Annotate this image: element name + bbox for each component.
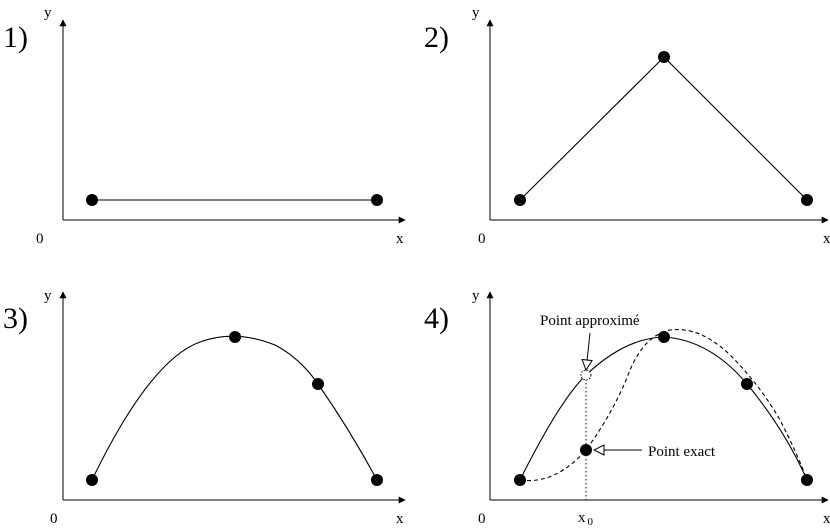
panel-3: 3) y 0 x	[3, 288, 406, 527]
panel-3-point-4	[371, 474, 383, 486]
panel-3-origin-label: 0	[50, 511, 58, 527]
panel-4-origin-label: 0	[478, 511, 486, 527]
panel-4-exact-function-curve	[519, 328, 808, 482]
panel-4-exact-label: Point exact	[648, 444, 716, 460]
panel-1: 1) y 0 x	[3, 5, 406, 247]
panel-1-point-2	[371, 194, 383, 206]
panel-1-origin-label: 0	[36, 231, 44, 247]
panel-2-origin-label: 0	[478, 231, 486, 247]
panel-2: 2) y 0 x	[424, 5, 830, 247]
panel-4-exact-point	[580, 444, 592, 456]
panel-2-x-label: x	[823, 231, 830, 247]
panel-2-linear-interpolation	[519, 56, 808, 201]
panel-3-y-label: y	[44, 288, 52, 304]
panel-1-y-label: y	[44, 5, 52, 21]
panel-2-point-2	[658, 51, 670, 63]
panel-3-interpolating-curve	[91, 335, 378, 481]
panel-4-number: 4)	[424, 302, 449, 335]
panel-3-point-3	[312, 378, 324, 390]
panel-4-y-label: y	[472, 288, 480, 304]
panel-1-x-label: x	[396, 231, 404, 247]
panel-2-y-label: y	[472, 5, 480, 21]
panel-3-point-1	[86, 474, 98, 486]
panel-3-number: 3)	[3, 302, 28, 335]
panel-3-x-label: x	[396, 511, 404, 527]
panel-4-point-1	[514, 474, 526, 486]
panel-2-point-3	[801, 194, 813, 206]
panel-4-approx-label: Point approximé	[540, 313, 640, 329]
panel-4-approx-point	[580, 369, 592, 381]
panel-4-point-3	[741, 378, 753, 390]
panel-4-point-2	[658, 331, 670, 343]
panel-1-number: 1)	[3, 21, 28, 54]
panel-4-point-4	[801, 474, 813, 486]
panel-4-approx-arrow	[586, 332, 590, 370]
panel-1-point-1	[86, 194, 98, 206]
panel-2-point-1	[514, 194, 526, 206]
panel-4-x-label: x	[823, 511, 830, 527]
panel-2-number: 2)	[424, 21, 449, 54]
panel-3-point-2	[229, 331, 241, 343]
panel-4-x0-main: x	[578, 510, 586, 526]
panel-4-x0-subscript: 0	[588, 516, 594, 528]
